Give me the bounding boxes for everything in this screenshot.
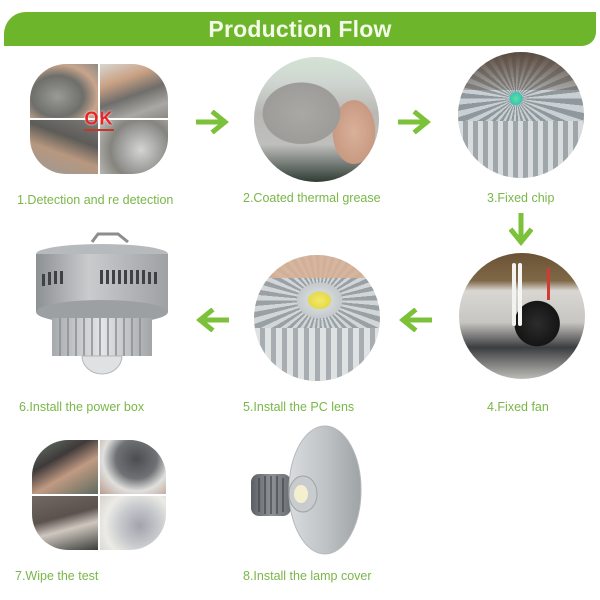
step-1-label: 1.Detection and re detection — [17, 193, 174, 207]
collage-tile — [100, 496, 166, 550]
collage-tile — [32, 496, 98, 550]
step-7-label: 7.Wipe the test — [15, 569, 99, 583]
step-4-label: 4.Fixed fan — [487, 400, 549, 414]
ok-overlay-text: OK — [84, 108, 114, 129]
arrow-right-icon — [196, 110, 229, 134]
collage-tile — [100, 440, 166, 494]
step-6-label: 6.Install the power box — [19, 400, 145, 414]
step-6-image — [20, 232, 185, 382]
lamp-cover-illustration — [251, 425, 362, 555]
step-8-image — [245, 422, 375, 562]
step-2-label: 2.Coated thermal grease — [243, 191, 381, 205]
collage-tile — [100, 64, 168, 118]
step-3-image — [458, 52, 584, 178]
step-5-image — [254, 255, 380, 381]
collage-tile — [30, 64, 98, 118]
arrow-left-icon — [399, 308, 432, 332]
ok-underline — [84, 129, 114, 131]
header-banner: Production Flow — [4, 12, 596, 46]
collage-tile — [32, 440, 98, 494]
arrow-right-icon — [398, 110, 431, 134]
step-5-label: 5.Install the PC lens — [243, 400, 355, 414]
lamp-power-box-illustration — [36, 232, 168, 375]
step-4-image — [459, 253, 585, 379]
arrow-left-icon — [196, 308, 229, 332]
step-8-label: 8.Install the lamp cover — [243, 569, 372, 583]
step-2-image — [254, 57, 379, 182]
step-7-image — [32, 440, 166, 550]
step-3-label: 3.Fixed chip — [487, 191, 555, 205]
page-title: Production Flow — [208, 15, 392, 42]
arrow-down-icon — [509, 213, 533, 246]
